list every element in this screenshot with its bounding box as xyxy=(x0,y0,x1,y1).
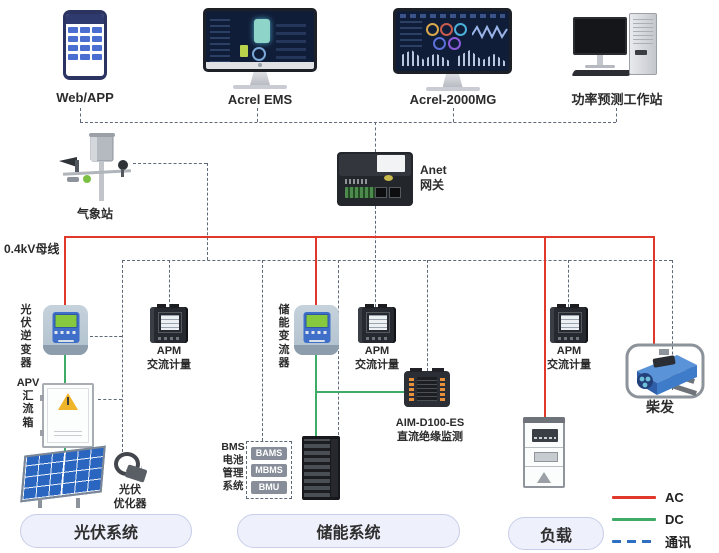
comm-line-weather-h xyxy=(133,163,207,164)
comm-line-sample xyxy=(612,539,656,543)
comm-line-apm3-drop xyxy=(568,260,569,307)
comm-line-genset-drop xyxy=(672,260,673,390)
bams-chip: BAMS xyxy=(251,446,287,460)
acrel-2000mg-monitor-icon xyxy=(393,8,512,91)
diesel-generator-icon xyxy=(625,343,705,399)
legend: AC DC 通讯 xyxy=(612,486,718,552)
anet-gateway-icon xyxy=(337,152,413,206)
ethernet-port-icon xyxy=(375,187,387,198)
dc-line-sample xyxy=(612,517,656,521)
comm-line-gateway-up xyxy=(375,122,376,152)
pv-optimizer-icon xyxy=(112,452,148,483)
acrel-ems-monitor-icon xyxy=(203,8,317,89)
pv-inverter-label: 光 伏 逆 变 器 xyxy=(20,304,32,369)
ac-line-converter-drop xyxy=(315,236,317,306)
ac-line-sample xyxy=(612,495,656,499)
load-section-pill: 负载 xyxy=(508,517,604,550)
apm-storage-label: APM 交流计量 xyxy=(355,345,399,371)
acrel-2000mg-label: Acrel-2000MG xyxy=(409,92,497,107)
storage-section-pill: 储能系统 xyxy=(237,514,460,548)
aim-d100-label: AIM-D100-ES 直流绝缘监测 xyxy=(395,417,465,443)
pv-section-pill: 光伏系统 xyxy=(20,514,192,548)
ac-line-inverter-drop xyxy=(64,236,66,306)
legend-row-comm: 通讯 xyxy=(612,530,718,552)
apv-combiner-icon xyxy=(40,383,94,448)
legend-ac-label: AC xyxy=(665,489,684,505)
comm-line-workstation-drop xyxy=(616,108,617,122)
webapp-label: Web/APP xyxy=(56,90,114,105)
wave-chart-icon xyxy=(472,24,508,40)
acrel-ems-label: Acrel EMS xyxy=(227,92,293,107)
mbms-chip: MBMS xyxy=(251,463,287,477)
workstation-label: 功率预测工作站 xyxy=(571,92,663,107)
workstation-monitor-icon xyxy=(573,17,627,55)
comm-line-aim-drop xyxy=(427,260,428,371)
warning-triangle-icon xyxy=(537,472,551,483)
aim-d100-icon xyxy=(404,368,450,407)
webapp-phone-icon xyxy=(63,10,107,80)
comm-line-device-bus xyxy=(122,260,672,261)
apm-pv-label: APM 交流计量 xyxy=(147,345,191,371)
busbar-label: 0.4kV母线 xyxy=(4,242,60,256)
ac-line-genset-drop xyxy=(653,236,655,346)
bmu-chip: BMU xyxy=(251,480,287,494)
ac-line-busbar xyxy=(65,236,655,238)
apm-meter-pv-icon xyxy=(150,304,188,343)
ac-line-load-drop xyxy=(544,236,546,418)
load-cabinet-icon xyxy=(523,417,565,488)
dc-line-aim-branch xyxy=(315,391,405,393)
ethernet-port-icon xyxy=(389,187,401,198)
comm-line-webapp-drop xyxy=(80,108,81,122)
apm-meter-load-icon xyxy=(550,304,588,343)
dc-line-inverter-combiner xyxy=(64,353,66,384)
battery-rack-icon xyxy=(302,436,340,500)
bms-label: BMS 电池 管理 系统 xyxy=(221,441,245,493)
legend-dc-label: DC xyxy=(665,511,684,527)
comm-line-ems-drop xyxy=(257,108,258,122)
legend-row-ac: AC xyxy=(612,486,718,508)
pc-tower-icon xyxy=(629,13,657,75)
comm-line-gateway-down xyxy=(375,206,376,307)
storage-converter-label: 储 能 变 流 器 xyxy=(278,304,290,369)
bms-units-box: BAMS MBMS BMU xyxy=(246,441,292,499)
comm-line-bms-drop xyxy=(262,260,263,441)
genset-label: 柴发 xyxy=(646,399,674,415)
comm-line-inverter-stub xyxy=(90,336,122,337)
pv-optimizer-label: 光伏 优化器 xyxy=(113,484,147,510)
legend-comm-label: 通讯 xyxy=(665,534,692,550)
solar-panel-icon xyxy=(20,445,106,503)
storage-converter-icon xyxy=(294,305,339,355)
comm-line-apm1-drop xyxy=(169,260,170,307)
comm-line-combiner-stub xyxy=(98,399,122,400)
legend-row-dc: DC xyxy=(612,508,718,530)
keyboard-icon xyxy=(571,70,633,76)
apm-meter-storage-icon xyxy=(358,304,396,343)
comm-line-top-bus xyxy=(80,122,616,123)
comm-line-weather-v xyxy=(207,163,208,260)
gateway-label: Anet 网关 xyxy=(420,163,447,192)
comm-line-2000mg-drop xyxy=(453,108,454,122)
apm-load-label: APM 交流计量 xyxy=(547,345,591,371)
dc-line-converter-rack xyxy=(315,353,317,437)
workstation-icon xyxy=(571,13,663,79)
weather-station-icon xyxy=(59,133,132,201)
comm-line-pv-branch xyxy=(122,260,123,452)
pv-inverter-icon xyxy=(43,305,88,355)
apv-combiner-label: APV 汇 流 箱 xyxy=(16,377,40,429)
weather-station-label: 气象站 xyxy=(76,207,113,221)
